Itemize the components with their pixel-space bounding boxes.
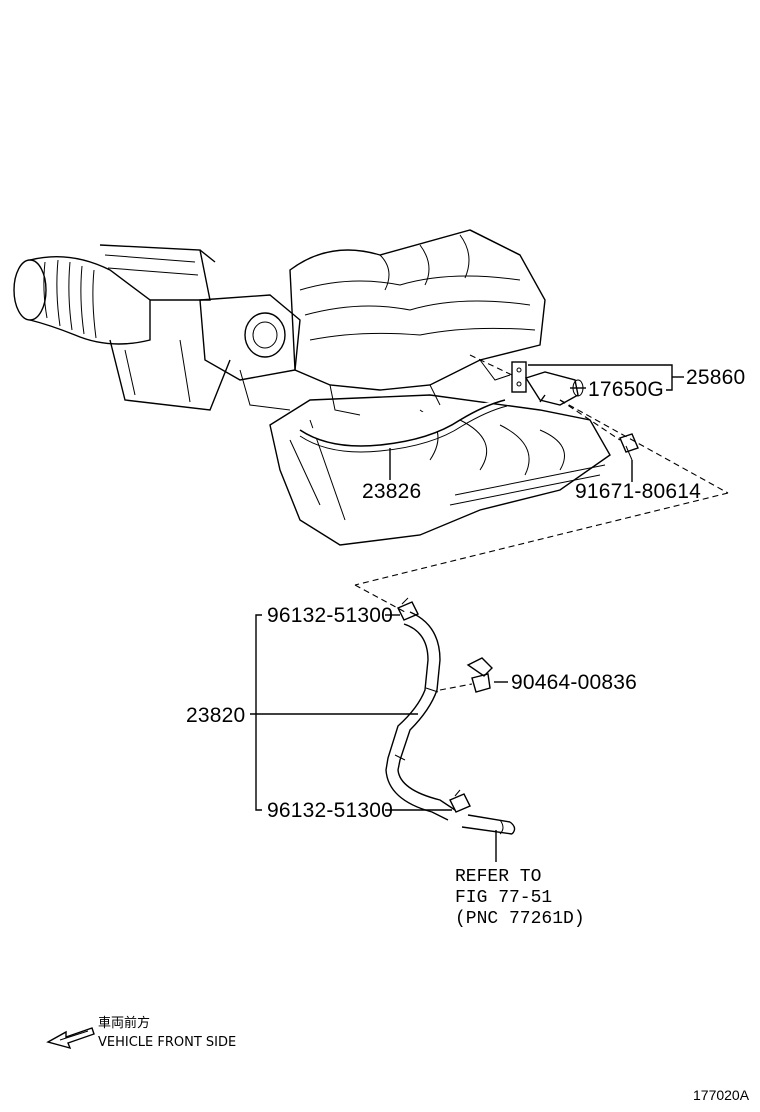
refer-line-2: FIG 77-51 [455,888,552,908]
clip-96132-51300-bottom [449,789,471,813]
throttle-body [199,294,301,411]
label-23826: 23826 [362,480,421,503]
refer-line-1: REFER TO [455,867,541,887]
label-91671-80614: 91671-80614 [575,480,701,503]
vsv-17650G [511,361,584,406]
label-25860: 25860 [686,366,745,389]
clamp-90464-00836 [439,657,493,693]
engine-assembly [13,229,729,586]
illustration-id: 177020A [693,1087,750,1103]
legend-jp: 車両前方 [98,1015,150,1031]
hose-assembly-23820 [354,584,516,835]
front-arrow-icon [46,1027,95,1050]
callout-leaders [250,364,684,862]
refer-line-3: (PNC 77261D) [455,909,585,929]
label-96132-51300-top: 96132-51300 [267,604,393,627]
label-90464-00836: 90464-00836 [511,671,637,694]
vehicle-front-legend: 車両前方 VEHICLE FRONT SIDE [46,1015,236,1050]
hose-23826 [299,399,506,447]
label-17650G: 17650G [588,378,664,401]
bolt-91671-80614 [619,433,639,461]
legend-en: VEHICLE FRONT SIDE [98,1035,236,1050]
clip-96132-51300-top [397,597,419,621]
air-intake-duct [13,244,231,411]
intake-manifold [289,229,546,416]
label-23820: 23820 [186,704,245,727]
label-96132-51300-bottom: 96132-51300 [267,799,393,822]
